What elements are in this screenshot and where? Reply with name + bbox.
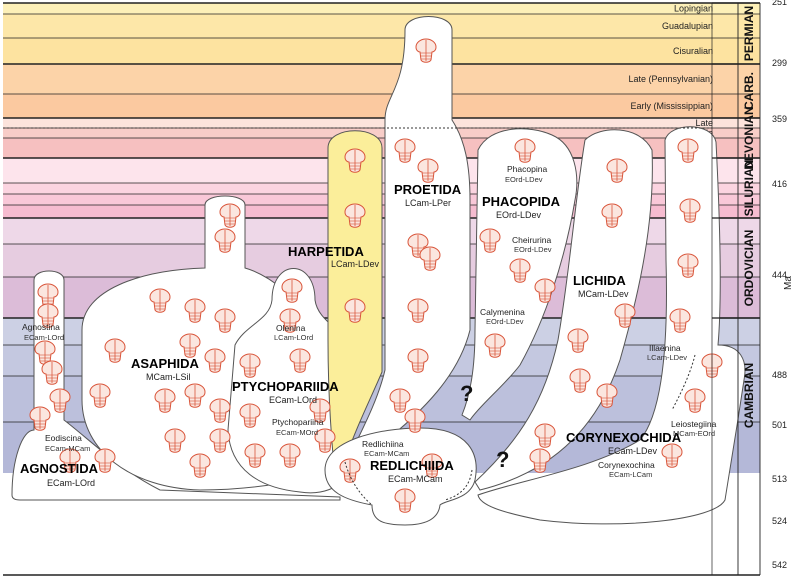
order-redlichiida-range: ECam-MCam: [388, 474, 443, 484]
clade-harpetida[interactable]: [327, 130, 383, 461]
order-corynexochida-range: ECam-LDev: [608, 446, 658, 456]
ma-value-8: 524: [772, 516, 787, 526]
suborder-corynexochina-range: ECam-LCam: [609, 470, 652, 479]
band-6: [3, 128, 760, 138]
order-harpetida-range: LCam-LDev: [331, 259, 380, 269]
band-label-5: Late: [695, 118, 713, 128]
ma-value-0: 251: [772, 0, 787, 7]
suborder-olenina-name: Olenina: [276, 323, 306, 333]
band-4: [3, 94, 760, 118]
order-agnostida-range: ECam-LOrd: [47, 478, 95, 488]
ma-value-6: 501: [772, 420, 787, 430]
suborder-phacopina-range: EOrd-LDev: [505, 175, 543, 184]
suborder-phacopina-name: Phacopina: [507, 164, 547, 174]
suborder-labels: Agnostina ECam-LOrd Eodiscina ECam-MCam …: [22, 164, 717, 479]
period-label-3: SILURIAN: [742, 160, 756, 217]
period-label-5: CAMBRIAN: [742, 363, 756, 428]
band-label-1: Guadalupian: [662, 21, 713, 31]
order-phacopida-range: EOrd-LDev: [496, 210, 542, 220]
suborder-cheirurina-name: Cheirurina: [512, 235, 551, 245]
band-label-2: Cisuralian: [673, 46, 713, 56]
period-label-2: DEVONIAN: [742, 106, 756, 169]
suborder-agnostina-name: Agnostina: [22, 322, 60, 332]
suborder-calymenina-range: EOrd-LDev: [486, 317, 524, 326]
band-label-3: Late (Pennsylvanian): [628, 74, 713, 84]
order-agnostida-name: AGNOSTIDA: [20, 461, 99, 476]
order-labels: AGNOSTIDA ECam-LOrd ASAPHIDA MCam-LSil P…: [20, 182, 682, 488]
suborder-illaenina-name: Illaenina: [649, 343, 681, 353]
suborder-redlichiina-range: ECam-MCam: [364, 449, 409, 458]
suborder-olenina-range: LCam-LOrd: [274, 333, 313, 342]
period-label-1: CARB.: [742, 72, 756, 110]
band-3: [3, 64, 760, 94]
order-corynexochida-name: CORYNEXOCHIDA: [566, 430, 682, 445]
band-2: [3, 38, 760, 64]
suborder-leiostegiina-name: Leiostegiina: [671, 419, 717, 429]
band-0: [3, 3, 760, 14]
suborder-leiostegiina-range: MCam-EOrd: [673, 429, 715, 438]
period-label-0: PERMIAN: [742, 6, 756, 61]
band-1: [3, 14, 760, 38]
band-label-4: Early (Mississippian): [630, 101, 713, 111]
order-asaphida-range: MCam-LSil: [146, 372, 191, 382]
question-mark-1: ?: [460, 381, 473, 406]
suborder-illaenina-range: LCam-LDev: [647, 353, 687, 362]
ma-value-9: 542: [772, 560, 787, 570]
suborder-redlichiina-name: Redlichiina: [362, 439, 404, 449]
suborder-eodiscina-range: ECam-MCam: [45, 444, 90, 453]
suborder-cheirurina-range: EOrd-LDev: [514, 245, 552, 254]
dotted-links: [3, 127, 712, 506]
order-lichida-range: MCam-LDev: [578, 289, 629, 299]
suborder-agnostina-range: ECam-LOrd: [24, 333, 64, 342]
suborder-calymenina-name: Calymenina: [480, 307, 525, 317]
ma-value-1: 299: [772, 58, 787, 68]
ma-value-4: 444: [772, 270, 787, 280]
clade-corynexochida[interactable]: [477, 126, 746, 525]
order-lichida-name: LICHIDA: [573, 273, 626, 288]
axis-title: Ma: [783, 276, 794, 290]
order-redlichiida-name: REDLICHIIDA: [370, 458, 454, 473]
ma-value-7: 513: [772, 474, 787, 484]
order-ptychopariida-range: ECam-LOrd: [269, 395, 317, 405]
ma-value-2: 359: [772, 114, 787, 124]
suborder-eodiscina-name: Eodiscina: [45, 433, 82, 443]
clade-redlichiida[interactable]: [324, 427, 477, 526]
order-phacopida-name: PHACOPIDA: [482, 194, 561, 209]
order-harpetida-name: HARPETIDA: [288, 244, 364, 259]
order-asaphida-name: ASAPHIDA: [131, 356, 200, 371]
order-proetida-name: PROETIDA: [394, 182, 462, 197]
suborder-ptychopariina-name: Ptychopariina: [272, 417, 324, 427]
question-mark-2: ?: [496, 447, 509, 472]
order-proetida-range: LCam-LPer: [405, 198, 451, 208]
band-5: [3, 118, 760, 128]
ma-value-5: 488: [772, 370, 787, 380]
suborder-ptychopariina-range: ECam-MOrd: [276, 428, 318, 437]
suborder-corynexochina-name: Corynexochina: [598, 460, 655, 470]
band-label-0: Lopingian: [674, 4, 713, 14]
ma-value-3: 416: [772, 179, 787, 189]
order-ptychopariida-name: PTYCHOPARIIDA: [232, 379, 339, 394]
period-label-4: ORDOVICIAN: [742, 230, 756, 307]
